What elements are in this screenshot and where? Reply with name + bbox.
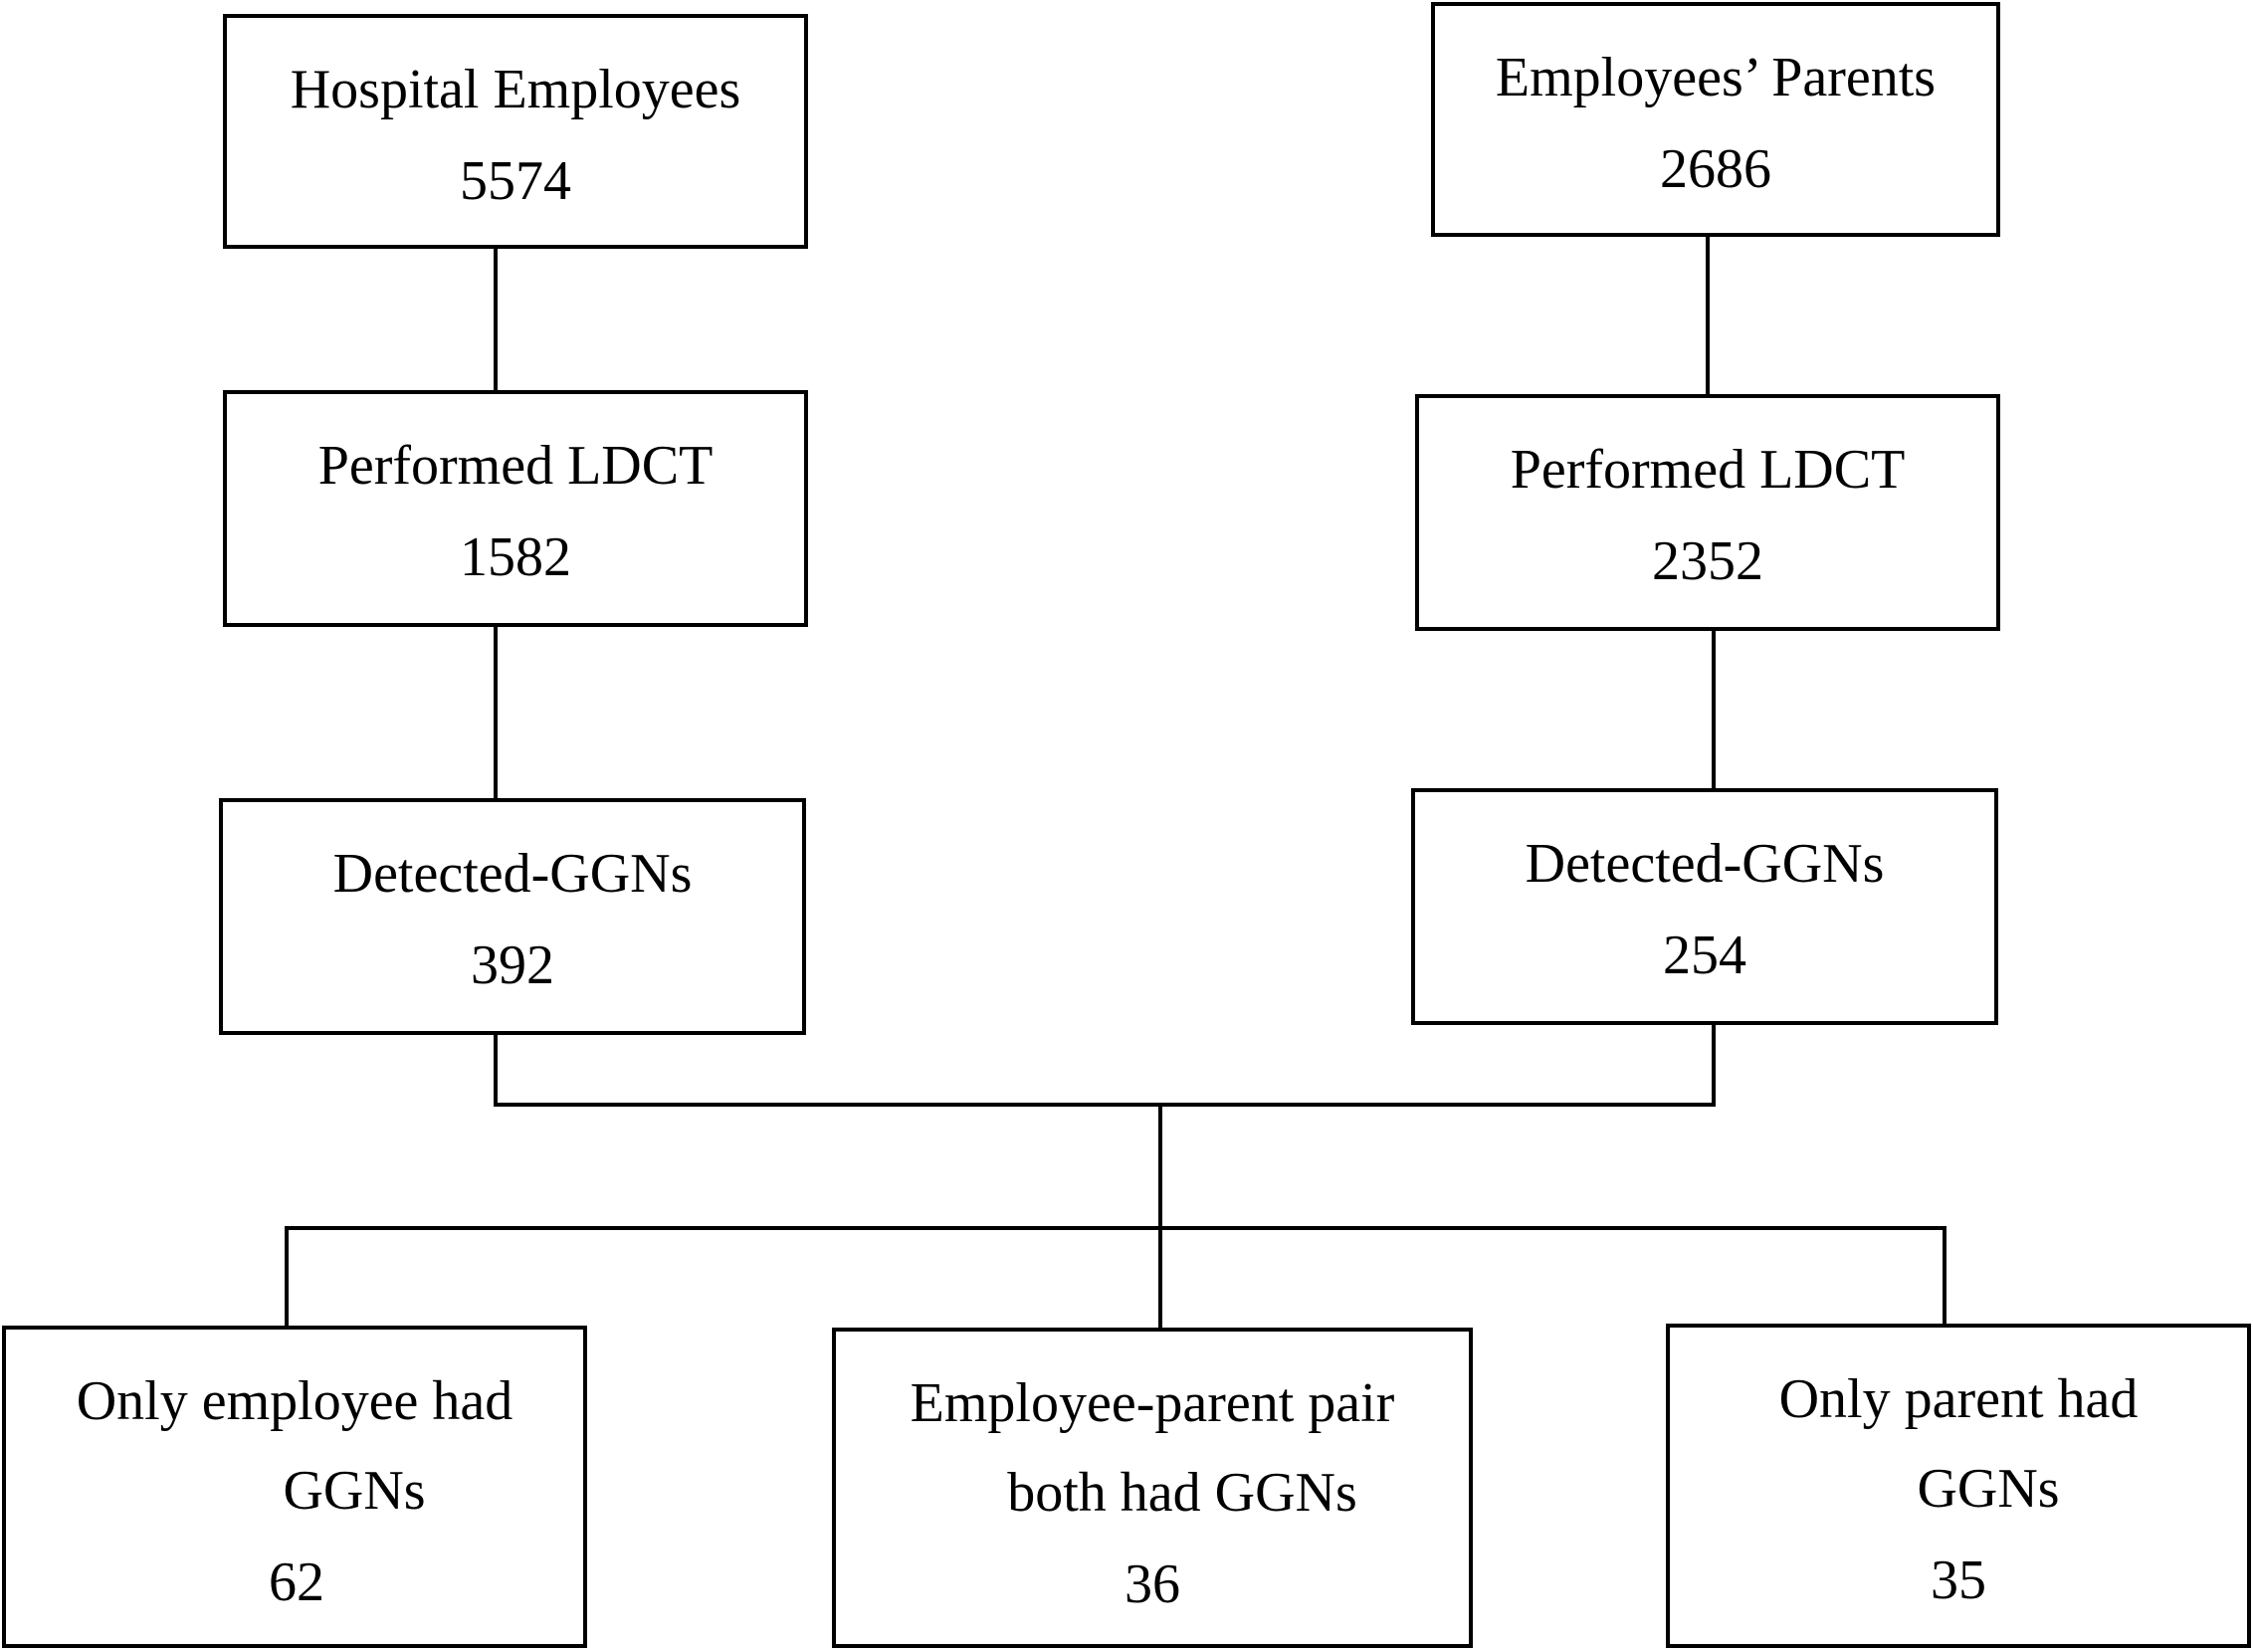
connector-parents-to-ldct xyxy=(1706,233,1710,396)
connector-employees-ggns-down xyxy=(494,1031,498,1107)
parents-ggns-box: Detected-GGNs 254 xyxy=(1411,788,1998,1025)
connector-employees-ldct-to-ggns xyxy=(494,623,498,802)
parents-ggns-count: 254 xyxy=(1663,925,1746,986)
pair-both-label-line2: both had GGNs xyxy=(1007,1462,1357,1524)
split-horizontal-line xyxy=(285,1226,1946,1230)
hospital-employees-label: Hospital Employees xyxy=(290,59,741,120)
only-parent-label-line2: GGNs xyxy=(1917,1458,2060,1520)
connector-to-only-employee xyxy=(285,1226,289,1328)
hospital-employees-count: 5574 xyxy=(460,150,571,212)
employees-parents-label: Employees’ Parents xyxy=(1495,47,1937,108)
pair-both-count: 36 xyxy=(1125,1553,1180,1615)
only-employee-label-line2: GGNs xyxy=(283,1460,426,1522)
hospital-employees-box: Hospital Employees 5574 xyxy=(223,14,808,249)
only-employee-label-line1: Only employee had xyxy=(76,1370,513,1432)
employees-ggns-box: Detected-GGNs 392 xyxy=(219,798,806,1035)
employees-ldct-box: Performed LDCT 1582 xyxy=(223,390,808,627)
employees-parents-count: 2686 xyxy=(1660,138,1771,200)
pair-both-box: Employee-parent pair both had GGNs 36 xyxy=(832,1328,1473,1648)
only-parent-count: 35 xyxy=(1931,1549,1986,1611)
connector-parents-ldct-to-ggns xyxy=(1712,627,1716,792)
parents-ldct-label: Performed LDCT xyxy=(1510,439,1906,501)
merge-horizontal-line xyxy=(494,1103,1716,1107)
employees-ggns-count: 392 xyxy=(471,934,554,996)
only-employee-box: Only employee had GGNs 62 xyxy=(2,1326,587,1648)
only-parent-label-line1: Only parent had xyxy=(1778,1368,2139,1430)
parents-ldct-count: 2352 xyxy=(1652,530,1763,592)
parents-ldct-box: Performed LDCT 2352 xyxy=(1415,394,2000,631)
employees-ggns-label: Detected-GGNs xyxy=(332,843,693,905)
connector-to-only-parent xyxy=(1943,1226,1946,1326)
pair-both-label-line1: Employee-parent pair xyxy=(910,1372,1395,1434)
connector-employees-to-ldct xyxy=(494,245,498,392)
only-employee-count: 62 xyxy=(269,1551,324,1613)
employees-ldct-label: Performed LDCT xyxy=(317,435,714,497)
merge-vertical-line xyxy=(1158,1103,1162,1328)
connector-parents-ggns-down xyxy=(1712,1021,1716,1107)
employees-ldct-count: 1582 xyxy=(460,526,571,588)
employees-parents-box: Employees’ Parents 2686 xyxy=(1431,2,2000,237)
only-parent-box: Only parent had GGNs 35 xyxy=(1666,1324,2251,1648)
parents-ggns-label: Detected-GGNs xyxy=(1525,833,1885,895)
